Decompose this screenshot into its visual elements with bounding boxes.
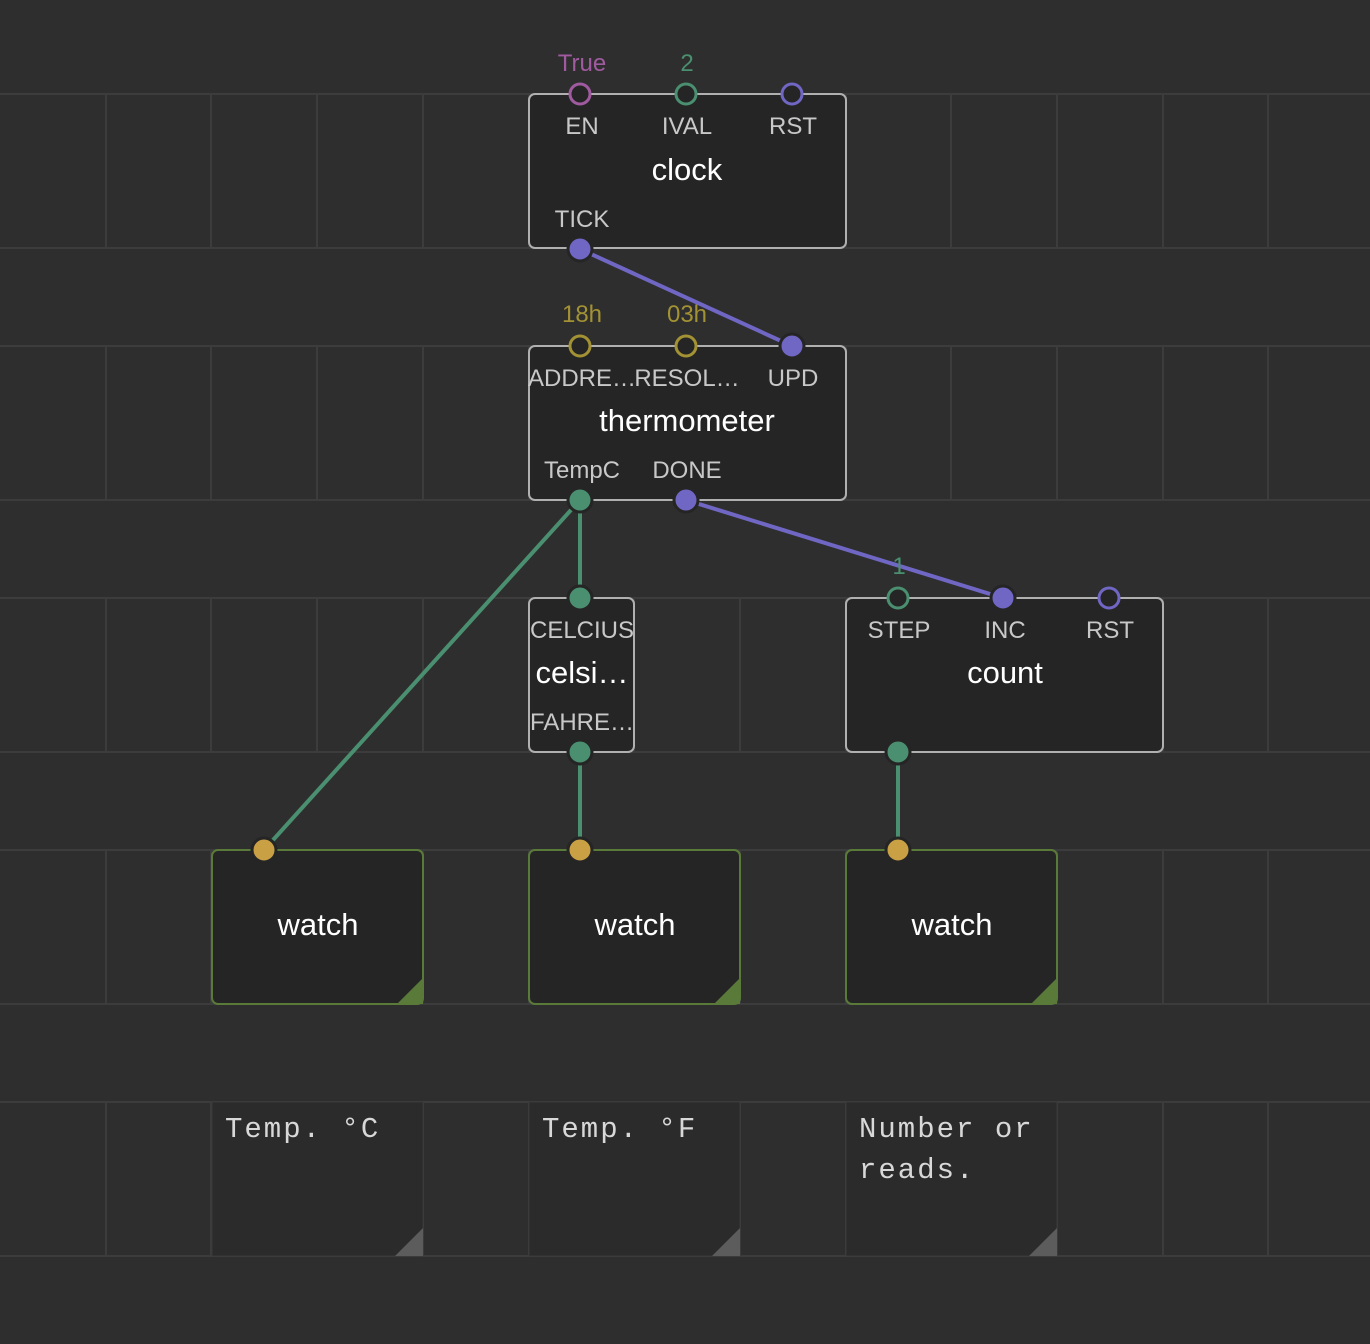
upd-pin[interactable] <box>778 332 806 360</box>
tempc-label: TempC <box>544 457 620 484</box>
resize-handle-icon[interactable] <box>1029 1228 1057 1256</box>
address-label: ADDRE… <box>528 365 636 392</box>
comment-text-line-2: reads. <box>859 1154 975 1187</box>
resize-handle-icon[interactable] <box>712 1228 740 1256</box>
comment-text-line-1: Number or <box>859 1113 1034 1146</box>
watch-input-pin[interactable] <box>566 836 594 864</box>
clock-node[interactable]: True 2 EN IVAL RST clock TICK <box>528 50 847 263</box>
comment-node[interactable]: Temp. °C <box>211 1101 424 1257</box>
watch-input-pin[interactable] <box>250 836 278 864</box>
thermometer-title: thermometer <box>599 403 775 438</box>
fahrenheit-label: FAHRE… <box>530 709 634 736</box>
watch-title: watch <box>911 907 993 942</box>
links <box>262 247 1004 852</box>
tick-label: TICK <box>555 206 610 233</box>
celcius-label: CELCIUS <box>530 617 634 644</box>
watch-title: watch <box>594 907 676 942</box>
tempc-pin[interactable] <box>566 486 594 514</box>
celsius-title: celsi… <box>535 655 628 690</box>
count-rst-label: RST <box>1086 617 1134 644</box>
rst-label: RST <box>769 113 817 140</box>
count-node[interactable]: 1 STEP INC RST count <box>845 553 1164 766</box>
en-value: True <box>558 50 606 77</box>
resize-handle-icon[interactable] <box>714 978 740 1004</box>
done-label: DONE <box>652 457 721 484</box>
address-value: 18h <box>562 301 602 328</box>
tick-pin[interactable] <box>566 235 594 263</box>
watch-node[interactable]: watch <box>211 836 424 1005</box>
step-label: STEP <box>868 617 931 644</box>
resize-handle-icon[interactable] <box>395 1228 423 1256</box>
clock-title: clock <box>652 152 723 187</box>
count-title: count <box>967 655 1043 690</box>
ival-pin[interactable] <box>674 82 698 106</box>
link-tempc-to-watch1[interactable] <box>262 498 582 852</box>
resolution-value: 03h <box>667 301 707 328</box>
link-done-to-inc[interactable] <box>685 498 1004 600</box>
celsius-node[interactable]: CELCIUS celsi… FAHRE… <box>528 584 635 766</box>
done-pin[interactable] <box>672 486 700 514</box>
fahrenheit-pin[interactable] <box>566 738 594 766</box>
inc-pin[interactable] <box>989 584 1017 612</box>
watch-input-pin[interactable] <box>884 836 912 864</box>
thermometer-node[interactable]: 18h 03h ADDRE… RESOL… UPD thermometer Te… <box>528 301 847 514</box>
ival-label: IVAL <box>662 113 712 140</box>
inc-label: INC <box>984 617 1025 644</box>
en-label: EN <box>565 113 598 140</box>
watch-title: watch <box>277 907 359 942</box>
comment-text: Temp. °F <box>542 1113 697 1146</box>
celcius-pin[interactable] <box>566 584 594 612</box>
step-value: 1 <box>892 553 905 580</box>
comment-node[interactable]: Temp. °F <box>528 1101 741 1257</box>
count-rst-pin[interactable] <box>1097 586 1121 610</box>
rst-pin[interactable] <box>780 82 804 106</box>
ival-value: 2 <box>680 50 693 77</box>
upd-label: UPD <box>768 365 819 392</box>
resolution-pin[interactable] <box>674 334 698 358</box>
watch-node[interactable]: watch <box>845 836 1058 1005</box>
count-output-pin[interactable] <box>884 738 912 766</box>
resolution-label: RESOL… <box>634 365 739 392</box>
comment-node[interactable]: Number or reads. <box>845 1101 1058 1257</box>
canvas-grid <box>0 93 1370 1257</box>
address-pin[interactable] <box>568 334 592 358</box>
watch-node[interactable]: watch <box>528 836 741 1005</box>
resize-handle-icon[interactable] <box>1031 978 1057 1004</box>
comment-text: Temp. °C <box>225 1113 380 1146</box>
link-tick-to-upd[interactable] <box>579 247 793 348</box>
resize-handle-icon[interactable] <box>397 978 423 1004</box>
en-pin[interactable] <box>568 82 592 106</box>
step-pin[interactable] <box>886 586 910 610</box>
